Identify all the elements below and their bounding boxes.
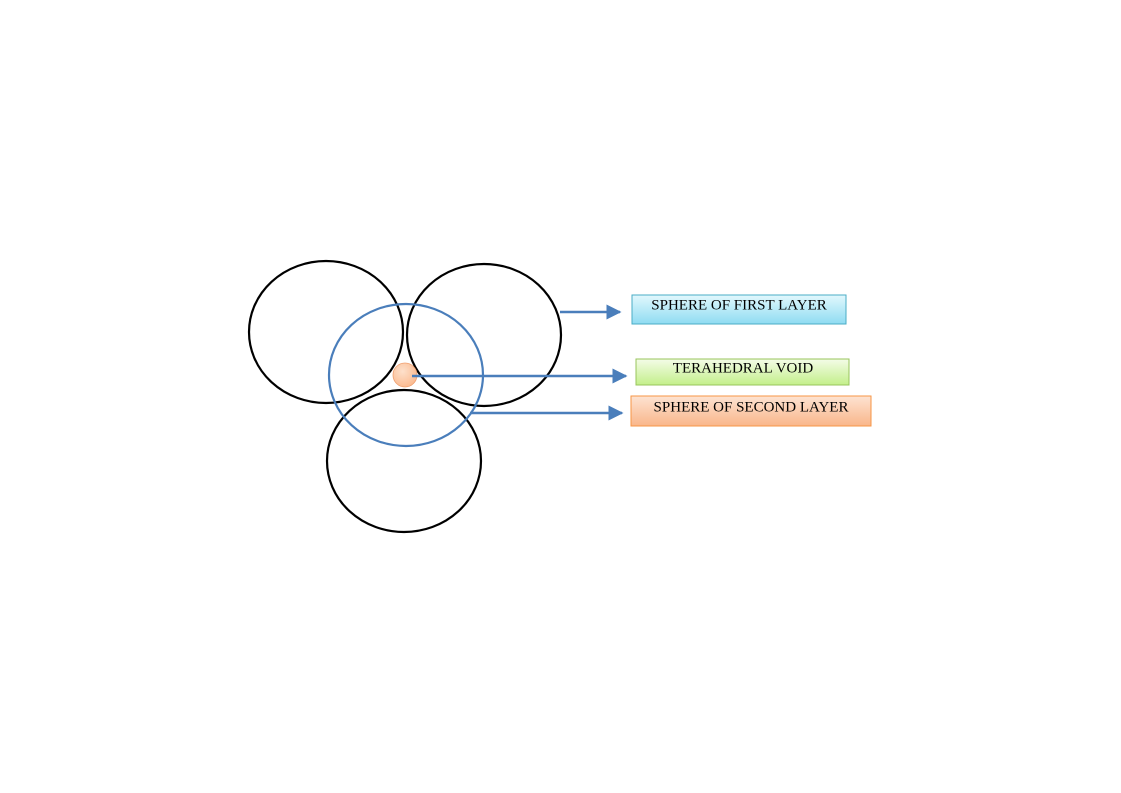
label-box-void: TERAHEDRAL VOID — [635, 358, 850, 386]
label-first-layer: SPHERE OF FIRST LAYER — [651, 297, 826, 313]
label-second-layer: SPHERE OF SECOND LAYER — [654, 399, 849, 415]
first-layer-sphere-top-right — [405, 262, 563, 408]
label-box-first-layer: SPHERE OF FIRST LAYER — [631, 294, 847, 325]
label-box-second-layer: SPHERE OF SECOND LAYER — [630, 395, 872, 427]
first-layer-sphere-top-left — [247, 259, 405, 405]
label-void: TERAHEDRAL VOID — [673, 360, 814, 376]
first-layer-sphere-bottom — [325, 388, 483, 534]
